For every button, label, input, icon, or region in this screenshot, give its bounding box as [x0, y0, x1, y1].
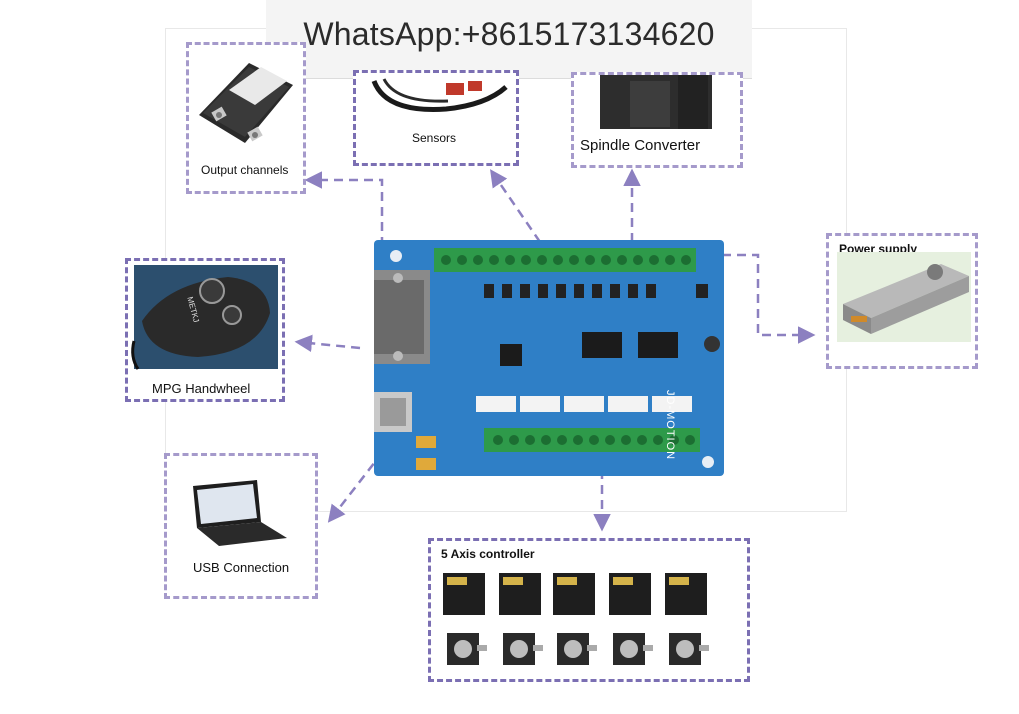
output-channels-module: Output channels: [186, 42, 306, 194]
power-supply-image: [843, 264, 969, 334]
axis-controller-label: 5 Axis controller: [441, 547, 535, 561]
sensors-module: Sensors: [353, 70, 519, 166]
stepper-driver-row: [443, 573, 707, 615]
solid-state-relay-image: [199, 63, 293, 143]
spindle-converter-module: Spindle Converter: [571, 72, 743, 168]
stepper-motor-row: [447, 633, 709, 665]
mpg-handwheel-image: [131, 265, 278, 370]
laptop-image: [193, 480, 287, 546]
axis-controller-module: 5 Axis controller: [428, 538, 750, 682]
usb-connection-label: USB Connection: [193, 560, 290, 575]
stepper-drivers-and-motors: [443, 573, 709, 665]
usb-connection-module: USB Connection: [164, 453, 318, 599]
sensor-cable-image: [371, 78, 508, 112]
arrow-output-channels: [304, 171, 458, 247]
power-supply-module: Power supply: [826, 233, 978, 369]
mpg-handwheel-label: MPG Handwheel: [152, 381, 251, 396]
whatsapp-banner: WhatsApp:+8615173134620: [266, 0, 752, 79]
sensors-label: Sensors: [412, 131, 457, 145]
mpg-handwheel-module: METKJ MPG Handwheel: [125, 258, 285, 402]
arrow-power-supply: [722, 253, 816, 344]
controller-board-image: [374, 240, 724, 476]
spindle-motor-image: [600, 75, 712, 129]
whatsapp-text: WhatsApp:+8615173134620: [303, 16, 715, 52]
output-channels-label: Output channels: [201, 163, 289, 177]
spindle-converter-label: Spindle Converter: [580, 137, 701, 154]
board-brand-text: JD-MOTION: [664, 390, 676, 461]
arrow-mpg: [294, 334, 361, 353]
arrow-sensors: [490, 169, 542, 243]
controller-board: JD-MOTION: [374, 240, 724, 476]
